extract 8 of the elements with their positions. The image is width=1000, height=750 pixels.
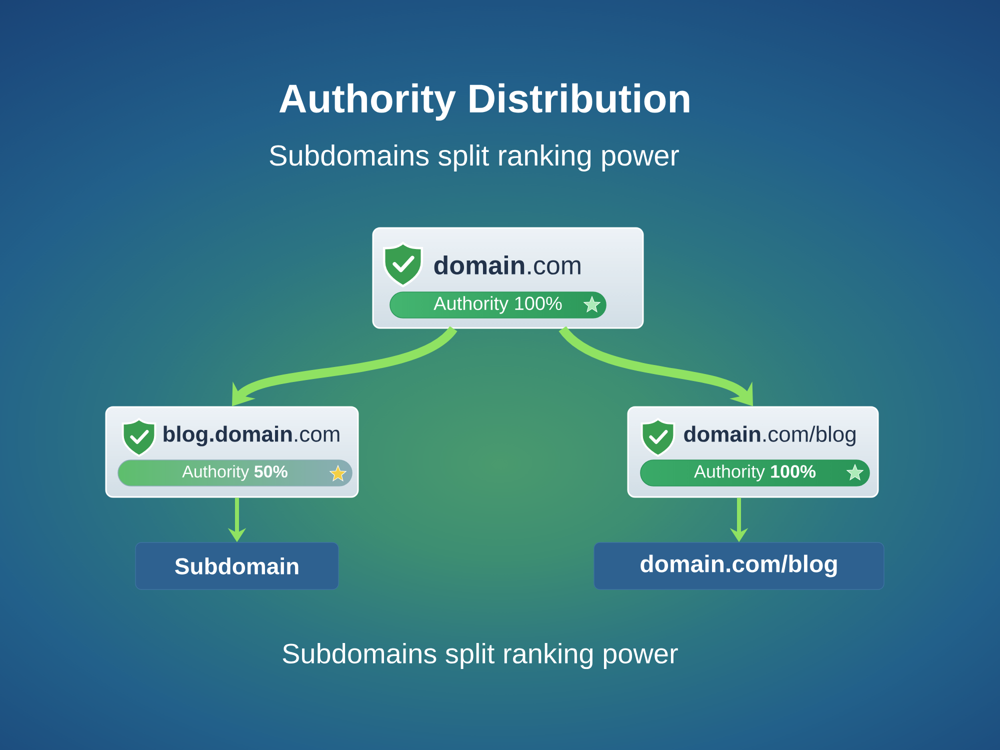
authority-bar: Authority 50% — [118, 460, 352, 486]
authority-bar: Authority 100% — [390, 292, 606, 318]
label-box: Subdomain — [135, 542, 339, 590]
label-box: domain.com/blog — [594, 542, 884, 590]
title: Authority Distribution — [279, 83, 690, 121]
subtitle: Subdomains split ranking power — [270, 144, 679, 172]
caption: Subdomains split ranking power — [282, 642, 678, 670]
authority-bar: Authority 100% — [640, 460, 870, 486]
